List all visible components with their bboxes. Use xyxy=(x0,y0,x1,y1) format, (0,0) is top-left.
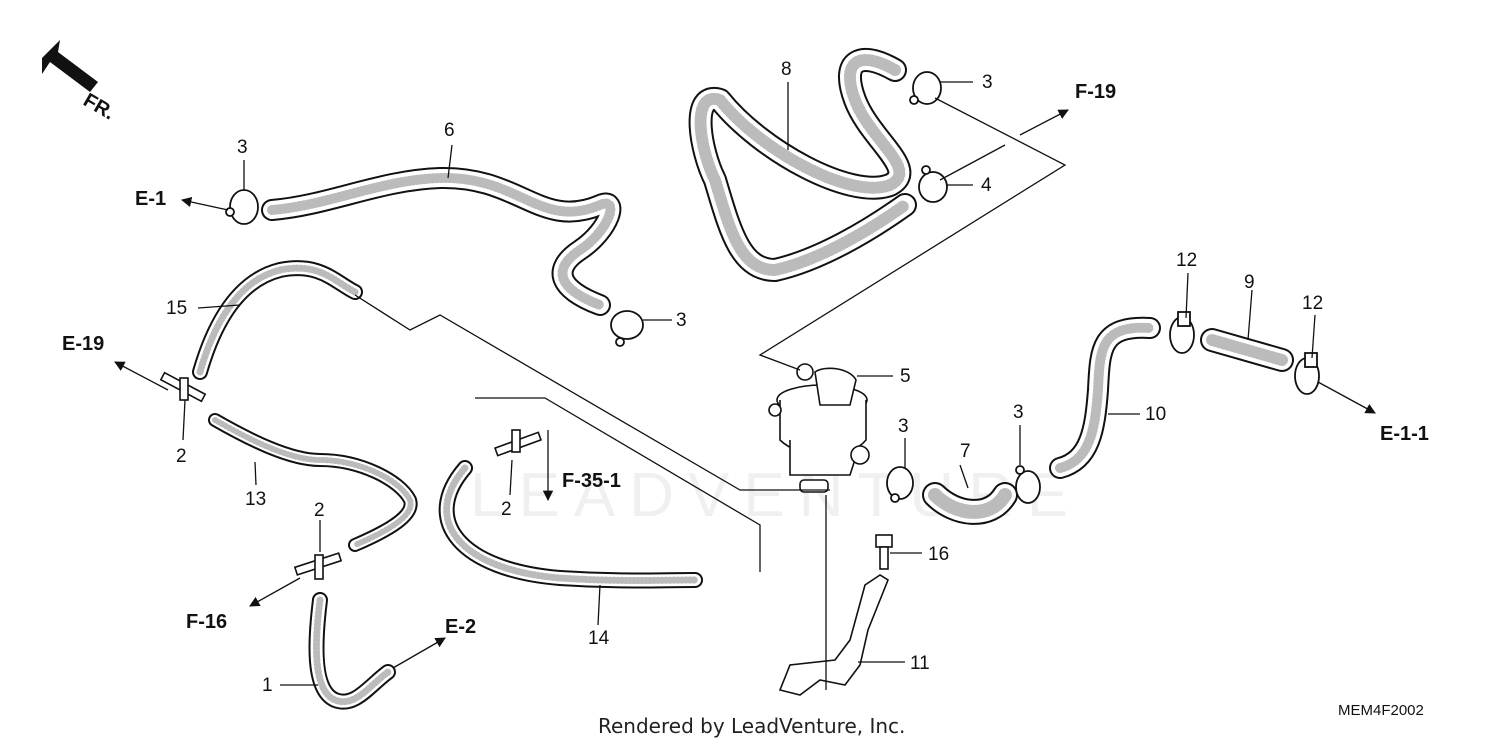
callout-part-3-d[interactable]: 3 xyxy=(898,416,909,437)
ref-f-19[interactable]: F-19 xyxy=(1075,81,1116,103)
ref-f-16[interactable]: F-16 xyxy=(186,611,227,633)
callout-part-16[interactable]: 16 xyxy=(928,544,949,565)
callout-part-1[interactable]: 1 xyxy=(262,675,273,696)
callout-part-2-b[interactable]: 2 xyxy=(314,500,325,521)
joint-part-2-c xyxy=(493,429,543,457)
diagram-code: MEM4F2002 xyxy=(1338,702,1424,719)
callout-part-2-a[interactable]: 2 xyxy=(176,446,187,467)
joint-part-2-a xyxy=(159,371,207,403)
clamp-part-3-top xyxy=(909,71,942,105)
callout-part-4[interactable]: 4 xyxy=(981,175,992,196)
callout-part-5[interactable]: 5 xyxy=(900,366,911,387)
callout-part-13[interactable]: 13 xyxy=(245,489,266,510)
callout-part-14[interactable]: 14 xyxy=(588,628,610,649)
callout-part-11[interactable]: 11 xyxy=(910,653,930,674)
joint-part-2-b xyxy=(293,552,343,580)
clamp-part-3-left xyxy=(225,189,259,225)
hose-part-6 xyxy=(261,166,622,316)
hose-part-1 xyxy=(308,592,396,710)
ref-e-19[interactable]: E-19 xyxy=(62,333,104,355)
callout-part-10[interactable]: 10 xyxy=(1145,404,1166,425)
hose-part-15 xyxy=(192,260,363,380)
callout-part-7[interactable]: 7 xyxy=(960,441,971,462)
ref-e-1[interactable]: E-1 xyxy=(135,188,166,210)
clamp-part-12-right xyxy=(1294,352,1320,395)
front-direction-arrow-icon: FR. xyxy=(42,40,118,124)
ref-e-2[interactable]: E-2 xyxy=(445,616,476,638)
callout-part-8[interactable]: 8 xyxy=(781,59,792,80)
air-injection-valve-part-5 xyxy=(768,363,870,493)
bracket-part-11 xyxy=(778,574,889,696)
hose-part-13 xyxy=(208,413,418,552)
footer-credit: Rendered by LeadVenture, Inc. xyxy=(598,714,906,738)
callout-part-3-c[interactable]: 3 xyxy=(676,310,687,331)
clamp-part-12-left xyxy=(1169,311,1195,354)
callout-part-12-b[interactable]: 12 xyxy=(1302,293,1323,314)
hose-part-7 xyxy=(922,482,1018,525)
callout-part-3-a[interactable]: 3 xyxy=(237,137,248,158)
hose-part-9 xyxy=(1200,328,1294,372)
clamp-part-3-right xyxy=(1015,465,1041,504)
callout-part-6[interactable]: 6 xyxy=(444,120,455,141)
callout-part-15[interactable]: 15 xyxy=(166,298,187,319)
hose-part-10 xyxy=(1049,316,1161,479)
callout-part-3-b[interactable]: 3 xyxy=(982,72,993,93)
callout-part-3-e[interactable]: 3 xyxy=(1013,402,1024,423)
clamp-part-3-valve xyxy=(886,466,914,503)
ref-f-35-1[interactable]: F-35-1 xyxy=(562,470,621,492)
bolt-part-16 xyxy=(875,534,893,570)
clamp-part-4 xyxy=(918,165,948,203)
clamp-part-3-middle xyxy=(610,310,644,347)
front-direction-label: FR. xyxy=(80,89,119,124)
callout-part-12-a[interactable]: 12 xyxy=(1176,250,1197,271)
callout-part-2-c[interactable]: 2 xyxy=(501,499,512,520)
callout-part-9[interactable]: 9 xyxy=(1244,272,1255,293)
hose-part-14 xyxy=(438,460,703,589)
hose-part-8 xyxy=(688,48,917,282)
ref-e-1-1[interactable]: E-1-1 xyxy=(1380,423,1429,445)
